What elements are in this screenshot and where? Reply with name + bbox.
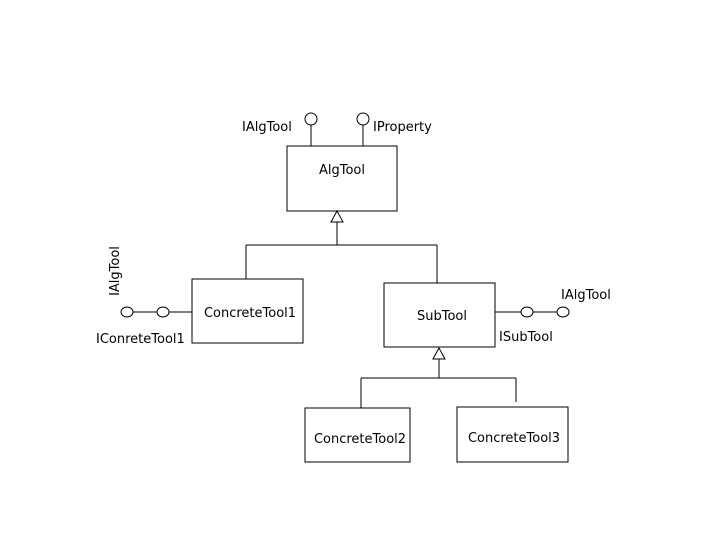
concretetool2-label: ConcreteTool2 (314, 432, 406, 447)
subtool-isubtool-label: ISubTool (499, 330, 553, 345)
concretetool3-label: ConcreteTool3 (468, 431, 560, 446)
inheritance-subtool (360, 346, 517, 408)
inheritance-algtool (245, 209, 438, 283)
algtool-iproperty-interface: IProperty (356, 112, 432, 146)
algtool-iproperty-label: IProperty (373, 120, 432, 135)
subtool-ialgtool-label: IAlgTool (561, 288, 611, 303)
subtool-label: SubTool (417, 309, 467, 324)
ialgtool-lollipop (556, 306, 570, 318)
isubtool-lollipop (520, 306, 534, 318)
algtool-ialgtool-label: IAlgTool (242, 120, 292, 135)
subtool-interfaces: ISubTool IAlgTool (495, 288, 611, 345)
algtool-label: AlgTool (319, 163, 365, 178)
concretetool1-class: ConcreteTool1 (191, 278, 304, 344)
generalization-arrow (432, 346, 446, 360)
concretetool1-interfaces: IAlgTool IConreteTool1 (96, 246, 192, 347)
concretetool1-label: ConcreteTool1 (204, 306, 296, 321)
concretetool3-class: ConcreteTool3 (456, 406, 569, 463)
subtool-class: SubTool (383, 282, 496, 348)
ialgtool-lollipop (120, 306, 134, 318)
algtool-class: AlgTool (286, 145, 398, 212)
generalization-arrow (330, 209, 344, 223)
concretetool1-iconretetool1-label: IConreteTool1 (96, 332, 185, 347)
concretetool2-class: ConcreteTool2 (304, 407, 411, 463)
algtool-ialgtool-interface: IAlgTool (242, 112, 318, 146)
iconretetool1-lollipop (156, 306, 170, 318)
concretetool1-ialgtool-label: IAlgTool (108, 246, 123, 296)
